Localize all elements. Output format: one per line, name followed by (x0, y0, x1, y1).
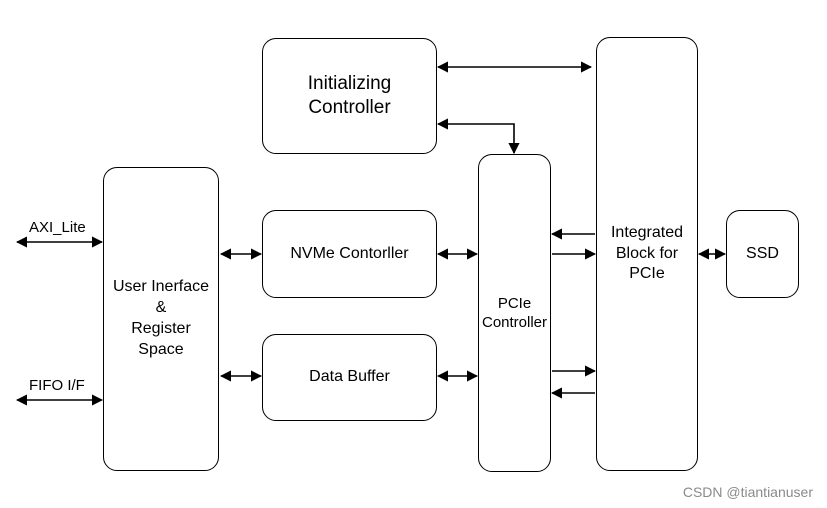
pcie-controller-label: PCIe Controller (481, 294, 548, 332)
data-buffer-block: Data Buffer (262, 334, 437, 421)
pcie-controller-block: PCIe Controller (478, 154, 551, 472)
init-pcie-arrow (436, 118, 520, 155)
ssd-label: SSD (746, 244, 779, 262)
axi-lite-label: AXI_Lite (29, 219, 86, 236)
ssd-block: SSD (726, 210, 799, 298)
nvme-controller-label: NVMe Contorller (290, 244, 409, 262)
watermark: CSDN @tiantianuser (682, 484, 813, 500)
integrated-block-label: Integrated Block for PCIe (610, 223, 684, 283)
nvme-controller-block: NVMe Contorller (262, 210, 437, 298)
user-interface-label: User Inerface & Register Space (112, 278, 210, 358)
user-interface-block: User Inerface & Register Space (103, 167, 219, 471)
fifo-label: FIFO I/F (29, 377, 85, 394)
integrated-block-pcie: Integrated Block for PCIe (596, 37, 698, 471)
initializing-controller-block: Initializing Controller (262, 38, 437, 154)
data-buffer-label: Data Buffer (309, 368, 390, 386)
initializing-controller-label: Initializing Controller (307, 73, 392, 118)
